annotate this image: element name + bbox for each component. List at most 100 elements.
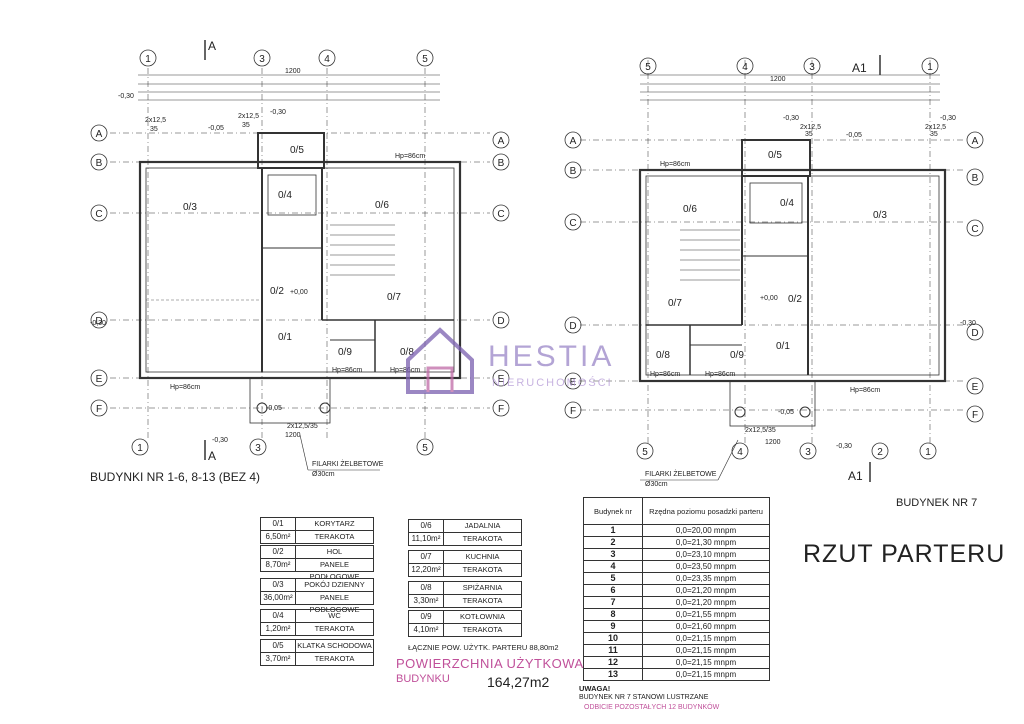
room-name: HOL: [326, 547, 343, 556]
room-floor: TERAKOTA: [462, 625, 503, 634]
dimension-text: 2x12,5: [925, 124, 946, 131]
dimension-text: 2x12,5/35: [745, 427, 776, 434]
floor-level: 0,0=20,00 mnpm: [642, 524, 770, 537]
room-floor: TERAKOTA: [462, 534, 503, 543]
room-id: 0/4: [278, 190, 292, 201]
level-text: -0,05: [208, 125, 224, 132]
building-area-label2: BUDYNKU: [396, 673, 450, 685]
grid-label: A: [972, 136, 979, 147]
floor-level: 0,0=21,15 mnpm: [642, 668, 770, 681]
building-number: 11: [583, 644, 643, 657]
grid-label: 5: [422, 443, 428, 454]
grid-label: A: [570, 136, 577, 147]
grid-label: C: [569, 218, 576, 229]
watermark-sub: NIERUCHOMOŚCI: [492, 376, 613, 389]
watermark-logo: HESTIA NIERUCHOMOŚCI: [406, 327, 614, 394]
floor-level: 0,0=21,15 mnpm: [642, 656, 770, 669]
section-mark: A: [208, 39, 216, 53]
grid-label: 3: [255, 443, 261, 454]
room-id: 0/1: [261, 518, 296, 530]
dimension-text: 1200: [770, 76, 786, 83]
building-number: 7: [583, 596, 643, 609]
room-floor: TERAKOTA: [462, 596, 503, 605]
room-id: 0/7: [387, 292, 401, 303]
dimension-text: 1200: [765, 439, 781, 446]
dimension-text: 2x12,5/35: [287, 423, 318, 430]
filarki-label: Ø30cm: [312, 471, 335, 478]
grid-label: A: [96, 129, 103, 140]
level-text: -0,30: [270, 109, 286, 116]
level-text: +0,00: [290, 289, 308, 296]
grid-label: 3: [259, 54, 265, 65]
floor-level: 0,0=21,15 mnpm: [642, 644, 770, 657]
grid-label: D: [971, 328, 978, 339]
room-name: JADALNIA: [464, 521, 501, 530]
dimension-text: 2x12,5: [800, 124, 821, 131]
level-text: -0,30: [940, 115, 956, 122]
floor-level: 0,0=21,30 mnpm: [642, 536, 770, 549]
room-id: 0/7: [668, 298, 682, 309]
table-header-cell: Rzędna poziomu posadzki parteru: [642, 497, 770, 525]
dimension-text: 1200: [285, 432, 301, 439]
grid-label: E: [972, 382, 979, 393]
dimension-text: 35: [150, 126, 158, 133]
room-name: WC: [328, 611, 341, 620]
building-number: 5: [583, 572, 643, 585]
room-id: 0/9: [409, 611, 444, 623]
room-id: 0/6: [409, 520, 444, 532]
room-id: 0/8: [656, 350, 670, 361]
building-area-value: 164,27m2: [487, 674, 550, 690]
right-floor-plan: [564, 55, 984, 482]
dimension-text: 2x12,5: [238, 113, 259, 120]
grid-label: C: [95, 209, 102, 220]
room-id: 0/1: [278, 332, 292, 343]
room-area: 3,70m²: [261, 653, 296, 665]
level-text: -0,05: [846, 132, 862, 139]
dimension-text: Hp=86cm: [650, 371, 680, 378]
grid-label: C: [971, 224, 978, 235]
level-text: +0,00: [760, 295, 778, 302]
dimension-text: 1200: [285, 68, 301, 75]
room-id: 0/8: [400, 347, 414, 358]
room-id: 0/7: [409, 551, 444, 563]
room-floor: TERAKOTA: [314, 624, 355, 633]
room-name: SPIŻARNIA: [462, 583, 503, 592]
level-text: -0,30: [90, 320, 106, 327]
parter-total: ŁĄCZNIE POW. UŻYTK. PARTERU 88,80m2: [408, 643, 559, 652]
room-id: 0/4: [780, 198, 794, 209]
room-id: 0/3: [183, 202, 197, 213]
dimension-text: Hp=86cm: [170, 384, 200, 391]
room-area: 8,70m²: [261, 559, 296, 571]
room-area: 3,30m²: [409, 595, 444, 607]
grid-label: A: [498, 136, 505, 147]
building-number: 6: [583, 584, 643, 597]
building-number: 2: [583, 536, 643, 549]
room-id: 0/2: [261, 546, 296, 558]
filarki-label: Ø30cm: [645, 481, 668, 488]
room-area: 36,00m²: [261, 592, 296, 604]
watermark-name: HESTIA: [488, 340, 614, 373]
dimension-text: Hp=86cm: [390, 367, 420, 374]
grid-label: D: [497, 316, 504, 327]
level-text: -0,30: [836, 443, 852, 450]
floor-level: 0,0=23,10 mnpm: [642, 548, 770, 561]
grid-label: E: [498, 374, 505, 385]
room-floor: TERAKOTA: [314, 654, 355, 663]
grid-label: F: [972, 410, 978, 421]
room-id: 0/9: [338, 347, 352, 358]
room-id: 0/5: [768, 150, 782, 161]
room-name: KORYTARZ: [314, 519, 355, 528]
floor-level: 0,0=21,60 mnpm: [642, 620, 770, 633]
level-text: -0,30: [212, 437, 228, 444]
room-id: 0/3: [873, 210, 887, 221]
grid-label: 2: [877, 447, 883, 458]
